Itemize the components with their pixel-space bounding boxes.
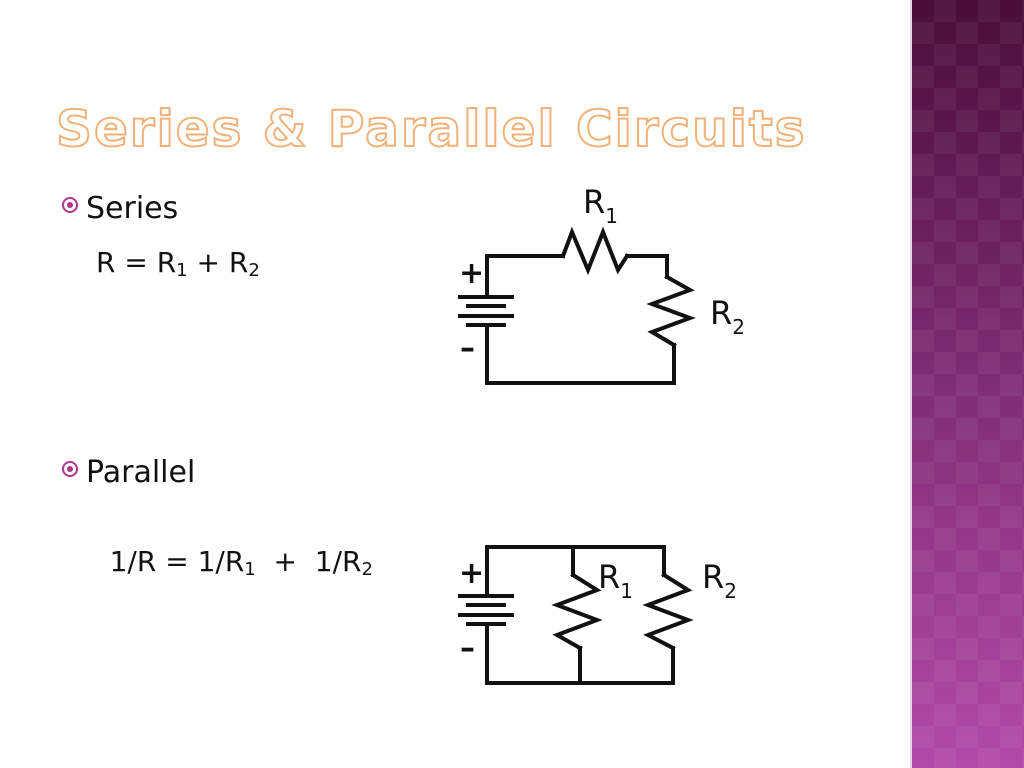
parallel-battery-plus: + bbox=[459, 556, 484, 591]
series-formula-part: R = R bbox=[96, 246, 177, 279]
series-wire-top-right bbox=[625, 254, 669, 279]
parallel-formula: 1/R = 1/R1 + 1/R2 bbox=[74, 512, 373, 613]
series-battery-minus: – bbox=[460, 331, 475, 366]
series-formula: R = R1 + R2 bbox=[96, 246, 260, 281]
parallel-wire-bottom-main bbox=[485, 622, 675, 685]
sidebar-edge bbox=[910, 0, 913, 768]
parallel-label-r2: R2 bbox=[702, 558, 737, 603]
series-formula-sub: 2 bbox=[248, 260, 260, 281]
series-wire-bottom bbox=[485, 323, 676, 385]
series-resistor-r1 bbox=[560, 226, 630, 276]
series-formula-part: + R bbox=[187, 246, 249, 279]
bullet-parallel-label: Parallel bbox=[86, 455, 196, 490]
parallel-formula-part: 1/R = 1/R bbox=[109, 545, 245, 578]
series-formula-sub: 1 bbox=[176, 260, 188, 281]
parallel-label-r1: R1 bbox=[598, 558, 633, 603]
slide-title: Series & Parallel Circuits bbox=[55, 99, 807, 159]
decorative-sidebar bbox=[912, 0, 1024, 768]
bullet-circle-icon bbox=[62, 197, 78, 213]
series-label-r2: R2 bbox=[710, 294, 745, 339]
series-wire-top-left bbox=[485, 254, 565, 299]
series-label-r1: R1 bbox=[583, 183, 618, 228]
parallel-resistor-r2 bbox=[642, 572, 694, 651]
series-circuit bbox=[458, 226, 696, 385]
parallel-battery-minus: – bbox=[460, 631, 475, 666]
bullet-circle-icon bbox=[62, 461, 78, 477]
bullet-parallel: Parallel bbox=[62, 455, 195, 490]
parallel-formula-sub: 2 bbox=[361, 559, 373, 580]
parallel-circuit bbox=[458, 545, 694, 685]
bullet-series-label: Series bbox=[86, 191, 179, 226]
diamond-pattern bbox=[912, 0, 1024, 768]
bullet-series: Series bbox=[62, 191, 178, 226]
series-battery-plus: + bbox=[459, 256, 484, 291]
parallel-resistor-r1 bbox=[551, 572, 603, 651]
series-resistor-r2 bbox=[646, 274, 696, 348]
parallel-formula-part: + 1/R bbox=[255, 545, 362, 578]
parallel-formula-sub: 1 bbox=[244, 559, 256, 580]
parallel-wire-top bbox=[485, 545, 666, 598]
